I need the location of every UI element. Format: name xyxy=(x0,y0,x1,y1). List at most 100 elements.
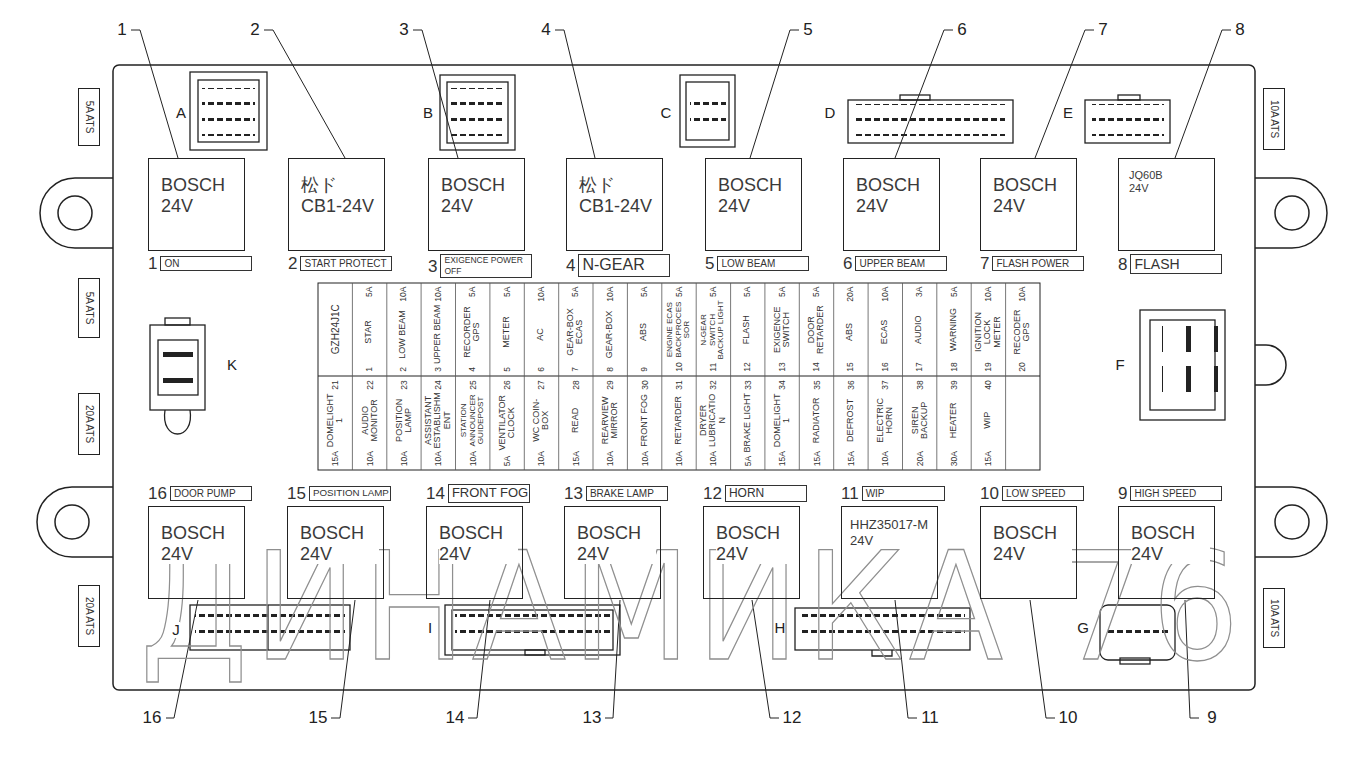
relay-function-label: UPPER BEAM xyxy=(855,256,947,271)
relay-label-row: 8FLASH xyxy=(1118,254,1222,274)
side-fuse: 10A ATS xyxy=(1263,88,1285,150)
relay-model: 松ド CB1-24V xyxy=(301,175,380,216)
fuse-name: DOOR RETARDER xyxy=(807,299,826,360)
fuse-cell: 10AAUDIO MONITOR22 xyxy=(354,380,384,466)
relay-function-label: ON xyxy=(160,256,252,271)
fuse-name: DRYER LUBRICATION xyxy=(699,391,727,448)
fuse-number: 14 xyxy=(812,363,821,372)
relay-model: BOSCH 24V xyxy=(718,175,797,216)
relay-number: 3 xyxy=(428,258,437,275)
relay-number: 2 xyxy=(288,255,297,272)
fuse-rating: 20A xyxy=(915,451,924,466)
callout-number: 8 xyxy=(1235,21,1244,40)
connector-letter: E xyxy=(1063,105,1073,122)
callout-number: 13 xyxy=(583,709,602,728)
fuse-number: 11 xyxy=(709,363,718,372)
relay-label-row: 14FRONT FOG xyxy=(426,484,530,503)
relay: BOSCH 24V7FLASH POWER xyxy=(980,158,1077,273)
fuse-name: FRONT FOG xyxy=(640,391,649,448)
fuse-name: METER xyxy=(502,299,511,365)
fuse-number: 1 xyxy=(365,367,374,372)
relay-housing: BOSCH 24V xyxy=(287,506,384,599)
fuse-rating: 5A xyxy=(503,287,512,297)
fuse-rating: 10A xyxy=(1019,287,1028,302)
fuse-number: 9 xyxy=(640,367,649,372)
fuse-rating: 10A ATS xyxy=(1269,100,1279,138)
fuse-table xyxy=(318,283,1040,470)
leader-line xyxy=(750,30,799,158)
connector-letter: F xyxy=(1115,357,1124,374)
relay-number: 10 xyxy=(980,485,999,502)
connector-letter: C xyxy=(661,105,672,122)
fuse-number: 5 xyxy=(503,367,512,372)
fuse-cell: 13EXIGENCE SWITCH5A xyxy=(767,287,797,372)
fuse-rating: 5A xyxy=(640,287,649,297)
side-bump xyxy=(1255,345,1286,385)
connector-e xyxy=(1085,100,1170,143)
relay-housing: BOSCH 24V xyxy=(843,158,940,251)
side-fuse: 5A ATS xyxy=(78,278,100,338)
relay-label-row: 6UPPER BEAM xyxy=(843,254,947,273)
fuse-cell: 15ARADIATOR35 xyxy=(801,380,831,466)
fuse-number: 23 xyxy=(400,380,409,389)
relay-model: BOSCH 24V xyxy=(300,523,379,564)
relay-function-label: START PROTECT xyxy=(300,256,392,271)
fuse-name: REARVIEW MIRROR xyxy=(601,391,620,448)
connector-letter: J xyxy=(172,622,180,639)
leader-line xyxy=(413,30,458,158)
connector-k xyxy=(150,325,205,410)
connector-b-inner xyxy=(447,82,508,143)
fuse-number: 37 xyxy=(881,380,890,389)
fuse-cell: 15ABS20A xyxy=(836,287,866,372)
fuse-name: STATION ANNOUNCER GUIDEPOST xyxy=(460,391,485,448)
fuse-number: 30 xyxy=(640,380,649,389)
relay-number: 5 xyxy=(705,255,714,272)
relay: BOSCH 24V3EXIGENCE POWER OFF xyxy=(428,158,525,278)
relay-model: BOSCH 24V xyxy=(856,175,935,216)
relay: 12HORNBOSCH 24V xyxy=(703,484,800,599)
connector-loop xyxy=(165,410,191,434)
fuse-rating: 20A xyxy=(847,287,856,302)
leader-line xyxy=(131,30,178,158)
relay-label-row: 11WIP xyxy=(841,484,945,503)
fuse-name: ABS xyxy=(846,304,855,360)
fuse-number: 12 xyxy=(744,363,753,372)
relay-label-row: 1ON xyxy=(148,254,252,273)
relay-model: BOSCH 24V xyxy=(716,523,795,564)
fuse-number: 35 xyxy=(812,380,821,389)
callout-number: 6 xyxy=(957,21,966,40)
fuse-name: LOW BEAM xyxy=(399,304,408,365)
fuse-rating: 30A xyxy=(950,451,959,466)
mounting-hole xyxy=(55,505,89,539)
fuse-name: RADIATOR xyxy=(812,391,821,448)
relay-number: 8 xyxy=(1118,256,1127,273)
relay-housing: BOSCH 24V xyxy=(428,158,525,251)
relay-model: BOSCH 24V xyxy=(993,523,1072,564)
fuse-cell: 11N-GEAR SWITCH BACKUP LIGHT5A xyxy=(698,287,728,372)
relay: 9HIGH SPEEDBOSCH 24V xyxy=(1118,484,1215,599)
relay-housing: BOSCH 24V xyxy=(564,506,661,599)
mounting-ear xyxy=(1255,178,1327,248)
connector-pin xyxy=(163,378,193,383)
relay-label-row: 3EXIGENCE POWER OFF xyxy=(428,254,532,278)
fuse-number: 2 xyxy=(400,367,409,372)
fuse-number: 32 xyxy=(709,380,718,389)
relay-housing: BOSCH 24V xyxy=(980,506,1077,599)
fuse-name: DOMELIGHT 1 xyxy=(773,391,792,448)
fuse-name: IGNITION LOCK METER xyxy=(974,304,1002,360)
fuse-cell: 12FLASH5A xyxy=(733,287,763,372)
fuse-name: DEFROST xyxy=(846,391,855,448)
fuse-cell: GZH24J1C xyxy=(320,287,350,372)
relay-label-row: 7FLASH POWER xyxy=(980,254,1084,273)
relay-function-label: HORN xyxy=(725,485,807,503)
connector-c xyxy=(680,75,735,147)
mounting-hole xyxy=(58,196,92,230)
fuse-cell: 16ECAS10A xyxy=(870,287,900,372)
relay-housing: JQ60B 24V xyxy=(1118,158,1215,251)
fuse-cell: 15ADOMELIGHT 134 xyxy=(767,380,797,466)
fuse-rating: 5A xyxy=(744,456,753,466)
fuse-number: 21 xyxy=(331,380,340,389)
fuse-cell: 19IGNITION LOCK METER10A xyxy=(973,287,1003,372)
relay-function-label: BRAKE LAMP xyxy=(586,486,668,501)
relay-number: 12 xyxy=(703,485,722,502)
